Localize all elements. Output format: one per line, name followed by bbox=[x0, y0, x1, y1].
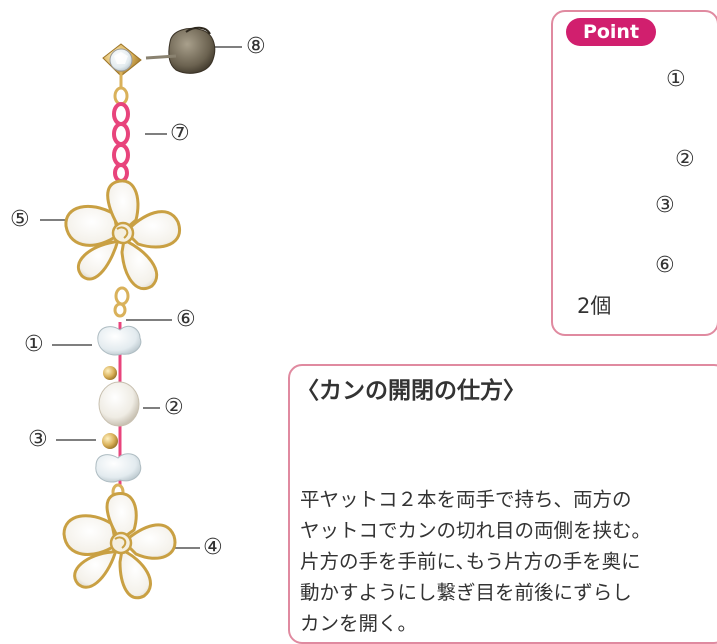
point-count: 2個 bbox=[577, 294, 612, 318]
point-label-1: ① bbox=[666, 67, 686, 92]
point-box bbox=[551, 10, 717, 336]
howto-text: 平ヤットコ２本を両手で持ち、両方の ヤットコでカンの切れ目の両側を挟む。 片方の… bbox=[300, 484, 712, 639]
label-7: ⑦ bbox=[170, 121, 190, 146]
label-5: ⑤ bbox=[10, 207, 30, 232]
point-label-6: ⑥ bbox=[655, 253, 675, 278]
stud-post bbox=[102, 43, 142, 106]
label-1: ① bbox=[24, 332, 44, 357]
howto-box bbox=[288, 364, 717, 644]
label-2: ② bbox=[164, 395, 184, 420]
howto-title: 〈カンの開閉の仕方〉 bbox=[296, 378, 526, 404]
earring-back bbox=[145, 26, 216, 74]
flower-charm-bottom bbox=[62, 492, 177, 600]
point-label-3: ③ bbox=[655, 193, 675, 218]
howto-line: 片方の手を手前に､もう片方の手を奥に bbox=[300, 550, 641, 573]
label-8: ⑧ bbox=[246, 34, 266, 59]
flower-charm-top bbox=[64, 179, 182, 318]
point-label-2: ② bbox=[675, 147, 695, 172]
point-badge: Point bbox=[566, 18, 656, 46]
label-6: ⑥ bbox=[176, 307, 196, 332]
pink-chain bbox=[112, 102, 130, 183]
label-4: ④ bbox=[203, 535, 223, 560]
leader-lines bbox=[40, 46, 242, 549]
howto-line: カンを開く。 bbox=[300, 612, 418, 635]
howto-line: 動かすようにし繋ぎ目を前後にずらし bbox=[300, 581, 632, 604]
label-3: ③ bbox=[28, 427, 48, 452]
beads bbox=[95, 325, 142, 501]
howto-line: 平ヤットコ２本を両手で持ち、両方の bbox=[300, 488, 632, 511]
howto-line: ヤットコでカンの切れ目の両側を挟む。 bbox=[300, 519, 652, 542]
